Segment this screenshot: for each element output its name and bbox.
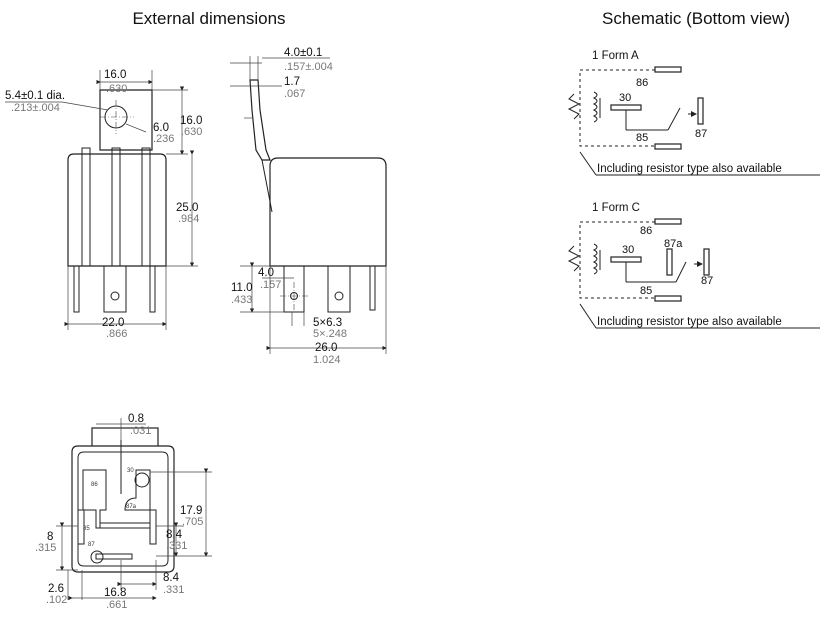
width-mm: 16.8 — [104, 587, 126, 599]
right-mm: 8.4 — [163, 572, 180, 584]
tab-offset-in: .067 — [284, 88, 305, 100]
hole-offset-mm: 6.0 — [153, 122, 169, 134]
hole-offset-in: .236 — [153, 133, 174, 145]
tab-height-in: .630 — [181, 126, 202, 138]
hole-dia-in: .213±.004 — [11, 102, 60, 114]
width-in: .661 — [106, 599, 127, 611]
bottom-view: 86 85 87a 30 87 0.8 .031 17.9 .705 8.4 .… — [35, 413, 212, 611]
terminal-mm: 5×6.3 — [313, 317, 342, 329]
body-width-in: .866 — [106, 328, 127, 340]
edge-mm: 2.6 — [48, 583, 64, 595]
height-mm: 17.9 — [180, 505, 202, 517]
gap-mm: 0.8 — [128, 413, 144, 425]
pin-len-in: .433 — [231, 294, 252, 306]
form-c-note: Including resistor type also available — [597, 316, 782, 328]
side-view: 4.0±0.1 .157±.004 1.7 .067 11.0 .433 4.0… — [230, 47, 387, 366]
body-height-mm: 25.0 — [176, 202, 198, 214]
bottom-pin-30: 30 — [127, 468, 134, 474]
form-a-pin-85: 85 — [636, 132, 648, 144]
height-in: .705 — [182, 516, 203, 528]
bottom-pin-85: 85 — [83, 526, 90, 532]
form-c-pin-87: 87 — [701, 275, 713, 287]
form-c-pin-87a: 87a — [664, 238, 683, 250]
mid-in: .331 — [166, 540, 187, 552]
front-view: 5.4±0.1 dia. .213±.004 16.0 .630 6.0 .23… — [5, 69, 202, 340]
edge-in: .102 — [46, 594, 67, 606]
top-width-mm: 16.0 — [104, 69, 126, 81]
bottom-pin-87a: 87a — [126, 504, 137, 510]
form-a-title: 1 Form A — [592, 50, 639, 62]
tab-offset-mm: 1.7 — [284, 76, 300, 88]
tab-thick-mm: 4.0±0.1 — [284, 47, 322, 59]
terminal-in: 5×.248 — [313, 328, 347, 340]
tab-height-mm: 16.0 — [180, 115, 202, 127]
external-dimensions-heading: External dimensions — [132, 9, 285, 28]
bottom-pin-87: 87 — [88, 542, 95, 548]
body-height-in: .984 — [178, 213, 199, 225]
schematic-heading: Schematic (Bottom view) — [602, 9, 790, 28]
left-mm: 8 — [47, 531, 53, 543]
form-a-pin-87: 87 — [695, 128, 707, 140]
form-a-pin-30: 30 — [619, 92, 631, 104]
form-a-note: Including resistor type also available — [597, 163, 782, 175]
form-c-pin-85: 85 — [640, 285, 652, 297]
top-width-in: .630 — [106, 83, 127, 95]
tab-thick-in: .157±.004 — [284, 61, 333, 73]
hole-pos-in: .157 — [260, 279, 281, 291]
schematic-form-c: 1 Form C 86 87a 30 87 85 Including resis… — [567, 202, 820, 329]
form-a-pin-86: 86 — [636, 77, 648, 89]
form-c-title: 1 Form C — [592, 202, 640, 214]
depth-mm: 26.0 — [315, 342, 337, 354]
bottom-pin-86: 86 — [91, 482, 98, 488]
hole-pos-mm: 4.0 — [258, 267, 274, 279]
gap-in: .031 — [130, 425, 151, 437]
form-c-pin-30: 30 — [622, 244, 634, 256]
schematic-form-a: 1 Form A 86 30 87 85 Including resistor … — [567, 50, 820, 176]
hole-dia-mm: 5.4±0.1 dia. — [5, 90, 65, 102]
left-in: .315 — [35, 542, 56, 554]
right-in: .331 — [163, 584, 184, 596]
body-width-mm: 22.0 — [102, 317, 124, 329]
pin-len-mm: 11.0 — [231, 282, 253, 294]
depth-in: 1.024 — [313, 354, 341, 366]
mid-mm: 8.4 — [166, 529, 183, 541]
form-c-pin-86: 86 — [640, 225, 652, 237]
